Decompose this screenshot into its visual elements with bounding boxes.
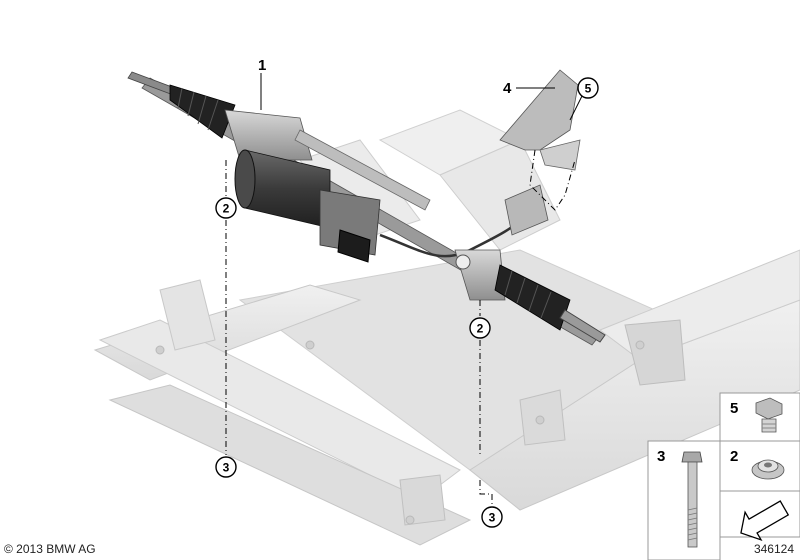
callout-text: 2 <box>223 202 230 216</box>
callout-text: 2 <box>477 322 484 336</box>
bolt-icon <box>681 451 703 548</box>
part-label-1: 1 <box>258 57 266 74</box>
part-label-4: 4 <box>503 80 512 97</box>
front-subframe <box>93 109 800 546</box>
fastener-legend: 5 3 2 <box>647 392 800 560</box>
diagram-number: 346124 <box>753 542 794 556</box>
legend-number-5: 5 <box>730 400 738 417</box>
callout-text: 3 <box>223 461 230 475</box>
legend-cell-hex-nut[interactable] <box>719 392 800 442</box>
legend-number-2: 2 <box>730 448 738 465</box>
callout-5-top[interactable]: 5 <box>577 77 599 99</box>
copyright-text: © 2013 BMW AG <box>4 542 96 556</box>
callout-2-left[interactable]: 2 <box>215 197 237 219</box>
callout-text: 3 <box>489 511 496 525</box>
hex-nut-icon <box>755 397 783 433</box>
legend-number-3: 3 <box>657 448 665 465</box>
callout-2-right[interactable]: 2 <box>469 317 491 339</box>
direction-arrow-icon <box>740 500 790 542</box>
heat-shield <box>499 69 581 171</box>
steering-rack <box>127 71 606 346</box>
callout-3-left[interactable]: 3 <box>215 456 237 478</box>
callout-text: 5 <box>585 82 592 96</box>
leader-lines <box>225 73 583 505</box>
callout-3-right[interactable]: 3 <box>481 506 503 528</box>
washer-nut-icon <box>751 459 785 480</box>
